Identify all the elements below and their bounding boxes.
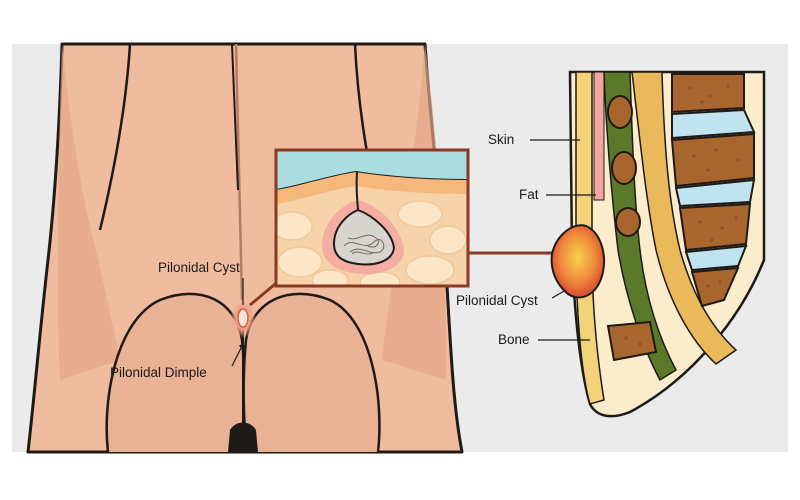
leader-left-dimple: [231, 347, 242, 367]
cyst-cross-section-callout: [274, 148, 470, 288]
label-right-pilonidal-cyst: Pilonidal Cyst: [456, 293, 538, 308]
spine-cross-section: [550, 70, 766, 418]
leader-right-cyst: [551, 289, 567, 299]
body-back-illustration: [26, 42, 464, 454]
label-skin: Skin: [488, 132, 514, 147]
label-fat: Fat: [519, 187, 539, 202]
section-cyst: [550, 224, 605, 299]
back-cyst-marker: [230, 298, 256, 338]
label-bone: Bone: [498, 332, 530, 347]
label-left-pilonidal-dimple: Pilonidal Dimple: [110, 365, 207, 380]
label-left-pilonidal-cyst: Pilonidal Cyst: [158, 260, 240, 275]
dimple-mark: [239, 344, 247, 349]
